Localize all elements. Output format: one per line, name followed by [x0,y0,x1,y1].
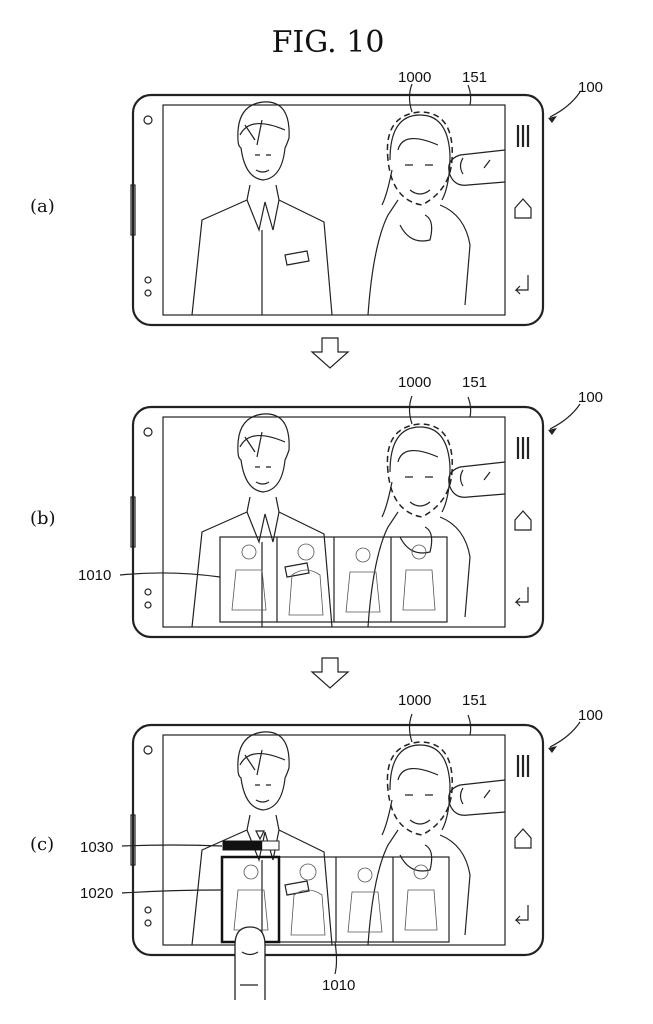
panel-label: (a) [30,196,55,217]
down-arrow-icon [310,657,350,689]
ref-selection: 1000 [398,69,431,86]
ref-device: 100 [578,389,603,406]
figure-title: FIG. 10 [272,25,385,60]
ref-device: 100 [578,707,603,724]
ref-selection: 1000 [398,692,431,709]
ref-screen: 151 [462,374,487,391]
ref-screen: 151 [462,69,487,86]
progress-bar [222,830,280,851]
ref-thumbnail-strip: 1010 [322,977,355,994]
ref-device: 100 [578,79,603,96]
panel-c: (c) 1000 151 100 [30,692,603,955]
down-arrow-icon [310,337,350,369]
ref-progress-bar: 1030 [80,839,113,856]
ref-selection: 1000 [398,374,431,391]
panel-b: (b) 1000 151 100 [30,374,603,637]
ref-selected-thumbnail: 1020 [80,885,113,902]
finger-touch-icon [234,926,266,1000]
panel-label: (c) [30,834,54,855]
panel-a: (a) 1000 151 100 [30,69,603,325]
progress-indicator-icon [255,830,265,841]
ref-screen: 151 [462,692,487,709]
ref-thumbnail-strip: 1010 [78,567,111,584]
thumbnail-strip[interactable] [219,536,448,623]
panel-label: (b) [30,508,56,529]
